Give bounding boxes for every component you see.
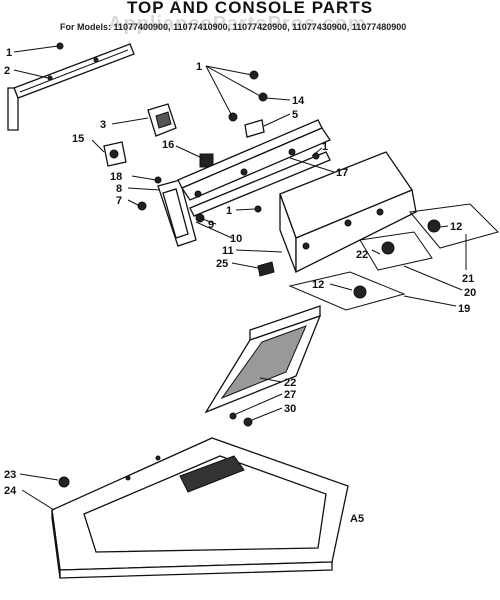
callout-21: 21 [462, 273, 474, 285]
callout-25: 25 [216, 258, 228, 270]
knob-groups [257, 203, 499, 311]
callout-23: 23 [4, 469, 16, 481]
callout-17: 17 [336, 167, 348, 179]
leader-lines [13, 45, 467, 511]
models-line: For Models: 11077400900, 11077410900, 11… [60, 22, 407, 32]
switch-16 [199, 153, 214, 168]
callout-24: 24 [4, 485, 17, 497]
console-panel [279, 151, 417, 274]
timer-switch [147, 103, 177, 137]
control-rails [177, 119, 331, 223]
callout-2: 2 [4, 65, 10, 77]
callout-8: 8 [116, 183, 122, 195]
lint-screen [204, 305, 322, 414]
corner-code: A5 [350, 513, 364, 525]
callout-1-rear: 1 [6, 47, 12, 59]
callout-7: 7 [116, 195, 122, 207]
callout-5: 5 [292, 109, 298, 121]
callout-1-mid: 1 [226, 205, 232, 217]
callout-15: 15 [72, 133, 84, 145]
callout-11: 11 [222, 245, 234, 257]
callout-22-knob: 22 [356, 249, 368, 261]
watermark: AppliancePartsPros.com [108, 13, 367, 35]
callout-10: 10 [230, 233, 242, 245]
callout-14: 14 [292, 95, 305, 107]
callout-3: 3 [100, 119, 106, 131]
callout-30: 30 [284, 403, 296, 415]
rear-trim-strip [7, 42, 135, 131]
callout-labels: 1 2 1 14 5 3 15 16 1 17 18 8 7 1 9 10 11… [4, 47, 476, 525]
callout-19: 19 [458, 303, 470, 315]
callout-1-right: 1 [322, 141, 328, 153]
callout-12-lower: 12 [312, 279, 324, 291]
callout-16: 16 [162, 139, 174, 151]
switch-15 [103, 141, 127, 167]
callout-27: 27 [284, 389, 296, 401]
top-panel [51, 437, 349, 579]
callout-1-top: 1 [196, 61, 202, 73]
diagram-title: TOP AND CONSOLE PARTS [126, 0, 374, 17]
screws-lower [229, 412, 253, 427]
callout-22-screen: 22 [284, 377, 296, 389]
callout-18: 18 [110, 171, 122, 183]
callout-12-upper: 12 [450, 221, 462, 233]
callout-9: 9 [208, 219, 214, 231]
screws-top [228, 70, 268, 138]
bracket-assembly [137, 176, 197, 247]
callout-20: 20 [464, 287, 476, 299]
